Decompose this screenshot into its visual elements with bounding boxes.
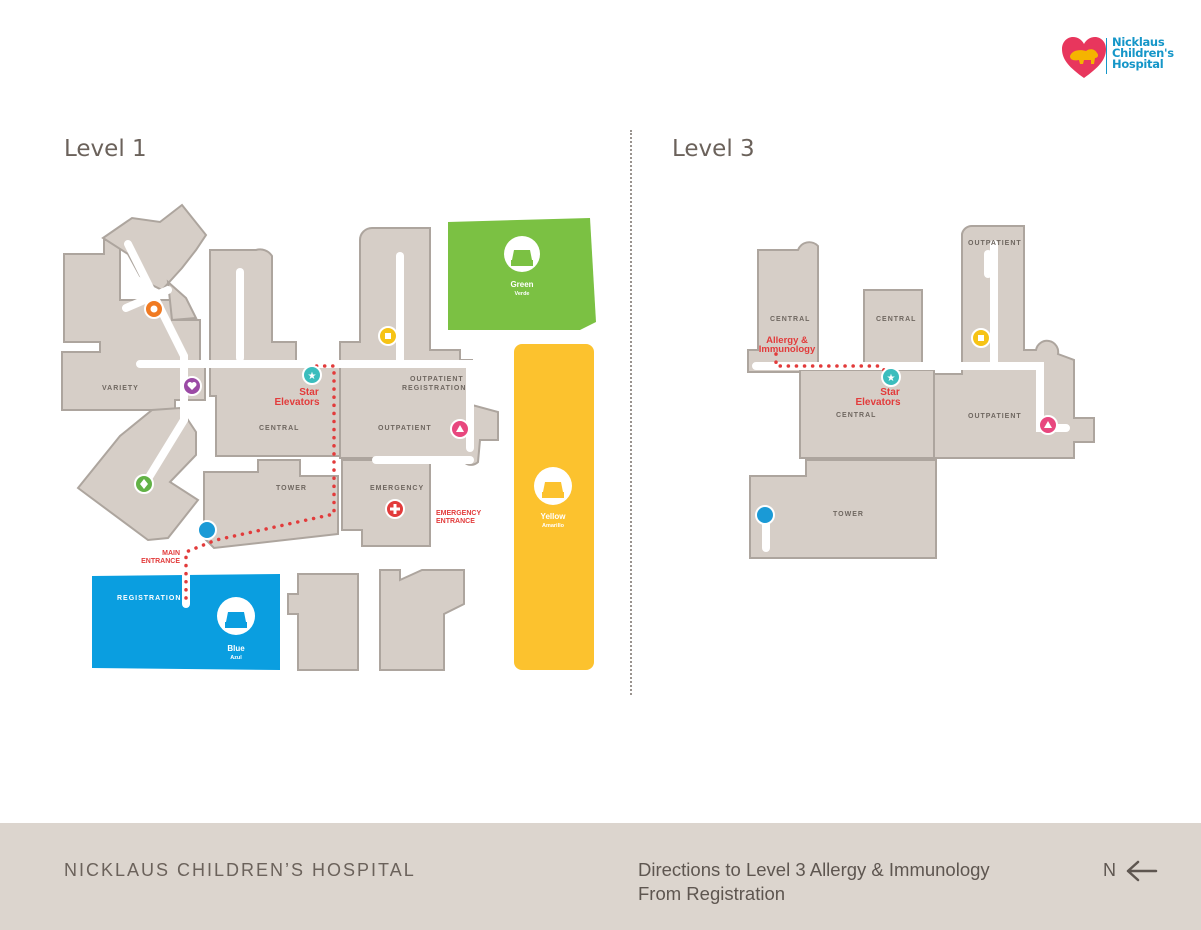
emergency-entrance-label-1: EMERGENCY [436,510,481,517]
logo-wordmark: Nicklaus Children's Hospital [1112,35,1174,71]
outpatient-label: OUTPATIENT [378,425,432,432]
green-parking-sublabel: Verde [515,291,530,297]
l3-tower [749,459,937,559]
main-entrance-label-1: MAIN [162,550,180,557]
tower-block [203,459,339,550]
teal-star-icon: ★ [881,367,901,387]
blue-parking: Blue Azul [92,574,280,670]
south-block-1 [287,573,359,671]
north-label: N [1103,860,1116,880]
registration-label: REGISTRATION [117,595,181,602]
level3-map: ★ CENTRAL CENTRAL CENTRAL OUTPATIENT OUT… [747,224,1095,559]
blue-parking-sublabel: Azul [230,655,242,661]
purple-heart-icon [182,376,202,396]
central-label: CENTRAL [259,425,299,432]
red-cross-icon [385,499,405,519]
l3-outpatient-top-label: OUTPATIENT [968,240,1022,247]
allergy-label-2: Immunology [759,344,816,355]
footer [0,823,1201,930]
small-north-block [166,279,198,322]
l3-star-elevators-label-2: Elevators [855,397,900,408]
blue-parking-label: Blue [227,644,245,653]
level1-map: Green Verde Yellow Amarillo Blue Azul [61,203,596,671]
level1-icons: ★ [134,299,470,540]
svg-text:★: ★ [887,373,896,384]
heart-bear-icon [1062,37,1106,78]
footer-directions-line1: Directions to Level 3 Allergy & Immunolo… [638,859,990,880]
yellow-parking: Yellow Amarillo [514,344,594,670]
tower-label: TOWER [276,485,307,492]
blue-moon-icon [755,505,775,525]
hospital-logo [1060,34,1190,80]
yellow-square-icon [971,328,991,348]
level1-title: Level 1 [64,136,147,162]
level3-buildings [747,224,1095,559]
logo-line-3: Hospital [1112,57,1164,71]
green-parking-label: Green [510,280,533,289]
footer-hospital-name: NICKLAUS CHILDREN’S HOSPITAL [64,860,416,880]
logo-line-1: Nicklaus [1112,35,1165,49]
level3-icons: ★ [755,328,1058,525]
l3-outpatient-top [933,224,1095,459]
l3-outpatient-bottom-label: OUTPATIENT [968,413,1022,420]
outpatient-registration-label-1: OUTPATIENT [410,376,464,383]
star-elevators-label-2: Elevators [274,397,319,408]
orange-circle-icon [144,299,164,319]
yellow-parking-label: Yellow [541,512,567,521]
north-arrow-icon [1126,860,1158,882]
allergy-label-1: Allergy & [766,335,808,346]
south-block-2 [379,569,465,671]
emergency-label: EMERGENCY [370,485,424,492]
star-elevators-label-1: Star [299,387,319,398]
green-diamond-icon [134,474,154,494]
l3-central-left-label: CENTRAL [770,316,810,323]
l3-central-top [863,289,923,373]
pink-triangle-icon [450,419,470,439]
footer-directions-line2: From Registration [638,883,786,904]
variety-label: VARIETY [102,385,139,392]
level3-title: Level 3 [672,136,755,162]
main-entrance-label-2: ENTRANCE [141,558,180,565]
svg-text:★: ★ [308,371,317,382]
l3-central-bottom-label: CENTRAL [836,412,876,419]
footer-directions: Directions to Level 3 Allergy & Immunolo… [638,858,990,906]
l3-central-left [747,241,819,373]
logo-divider [1106,38,1107,74]
teal-star-icon: ★ [302,365,322,385]
floor-maps: .bld { fill:#d6cec7; stroke:#ada59e; str… [61,203,1095,671]
l3-central-top-label: CENTRAL [876,316,916,323]
map-divider [630,130,632,695]
pink-triangle-icon [1038,415,1058,435]
green-parking: Green Verde [448,218,596,330]
emergency-entrance-label-2: ENTRANCE [436,518,475,525]
level1-route [184,364,336,600]
outpatient-registration-label-2: REGISTRATION [402,385,466,392]
emergency-block [341,459,431,547]
l3-star-elevators-label-1: Star [880,387,900,398]
l3-tower-label: TOWER [833,511,864,518]
blue-moon-icon [197,520,217,540]
yellow-square-icon [378,326,398,346]
yellow-parking-sublabel: Amarillo [542,523,565,529]
logo-line-2: Children's [1112,46,1174,60]
